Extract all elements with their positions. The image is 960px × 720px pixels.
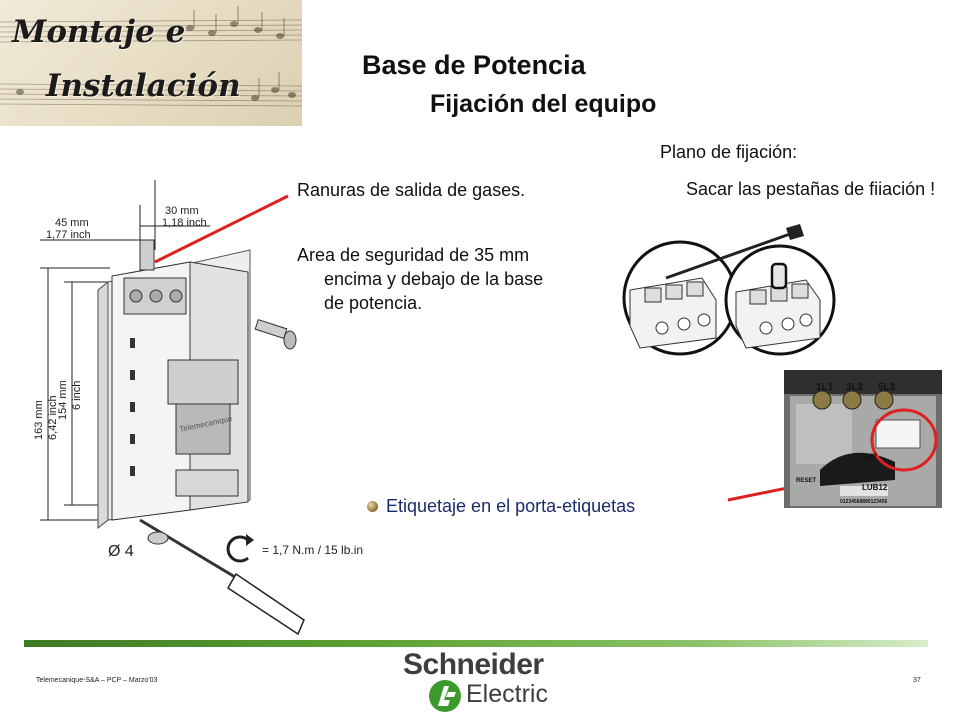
fixation-tab-circle-left xyxy=(622,224,804,356)
footer-credit: Telemecanique-S&A – PCP – Marzo'03 xyxy=(36,677,158,684)
dim-label-45mm: 45 mm xyxy=(55,217,89,229)
dim-label-163mm: 163 mm xyxy=(33,400,45,440)
page-subtitle: Fijación del equipo xyxy=(430,90,657,118)
logo-text-electric: Electric xyxy=(466,680,548,708)
page-number: 37 xyxy=(913,677,921,684)
page-title: Base de Potencia xyxy=(362,50,586,80)
dim-label-154mm: 154 mm xyxy=(57,380,69,420)
dim-label-6inch: 6 inch xyxy=(71,381,83,410)
bullet-text: Etiquetaje en el porta-etiquetas xyxy=(386,496,636,516)
logo-text-schneider: Schneider xyxy=(403,648,544,681)
text-ranuras: Ranuras de salida de gases. xyxy=(297,180,526,200)
torque-label: = 1,7 N.m / 15 lb.in xyxy=(262,543,363,557)
screwdriver-bottom xyxy=(139,518,305,636)
dim-label-30mm: 30 mm xyxy=(165,205,199,217)
pointer-line-ranuras xyxy=(154,194,289,264)
serial-label: 01234568890123456 xyxy=(840,499,887,505)
torque-arrow-icon xyxy=(226,534,254,563)
text-area-seguridad: Area de seguridad de 35 mm encima y deba… xyxy=(297,245,544,313)
header-banner: Montaje e Instalación xyxy=(0,0,302,126)
banner-title-line1: Montaje e xyxy=(12,14,186,50)
device-photo xyxy=(784,370,942,508)
music-score-background xyxy=(0,6,302,107)
schneider-logo-icon xyxy=(429,680,461,712)
illustration-layer: Telemecanique 45 mm 1,77 inch 30 mm 1,18… xyxy=(33,180,942,636)
diameter-label: Ø 4 xyxy=(108,543,134,560)
screw-right xyxy=(254,318,297,350)
terminal-label-l1: 1L1 xyxy=(816,382,834,393)
bullet-etiquetaje: Etiquetaje en el porta-etiquetas xyxy=(367,496,635,517)
terminal-label-l3: 5L3 xyxy=(878,382,896,393)
text-plano-fijacion: Plano de fijación: xyxy=(660,142,798,162)
dim-label-642inch: 6,42 inch xyxy=(47,395,59,440)
fixation-tab-circle-right xyxy=(724,244,836,356)
reset-label: RESET xyxy=(796,478,816,484)
starter-device: Telemecanique xyxy=(111,239,249,521)
test-label: TEST xyxy=(862,454,878,460)
model-label: LUB12 xyxy=(862,483,888,492)
terminal-label-l2: 3L2 xyxy=(846,382,864,393)
dim-label-177inch: 1,77 inch xyxy=(46,229,91,241)
dimension-lines xyxy=(40,180,210,521)
bullet-dot-icon xyxy=(367,501,378,512)
banner-title-line2: Instalación xyxy=(46,68,241,104)
dim-label-118inch: 1,18 inch xyxy=(162,217,207,229)
text-sacar-pestanas: Sacar las pestañas de fiiación ! xyxy=(686,179,936,199)
footer-divider xyxy=(24,640,928,647)
